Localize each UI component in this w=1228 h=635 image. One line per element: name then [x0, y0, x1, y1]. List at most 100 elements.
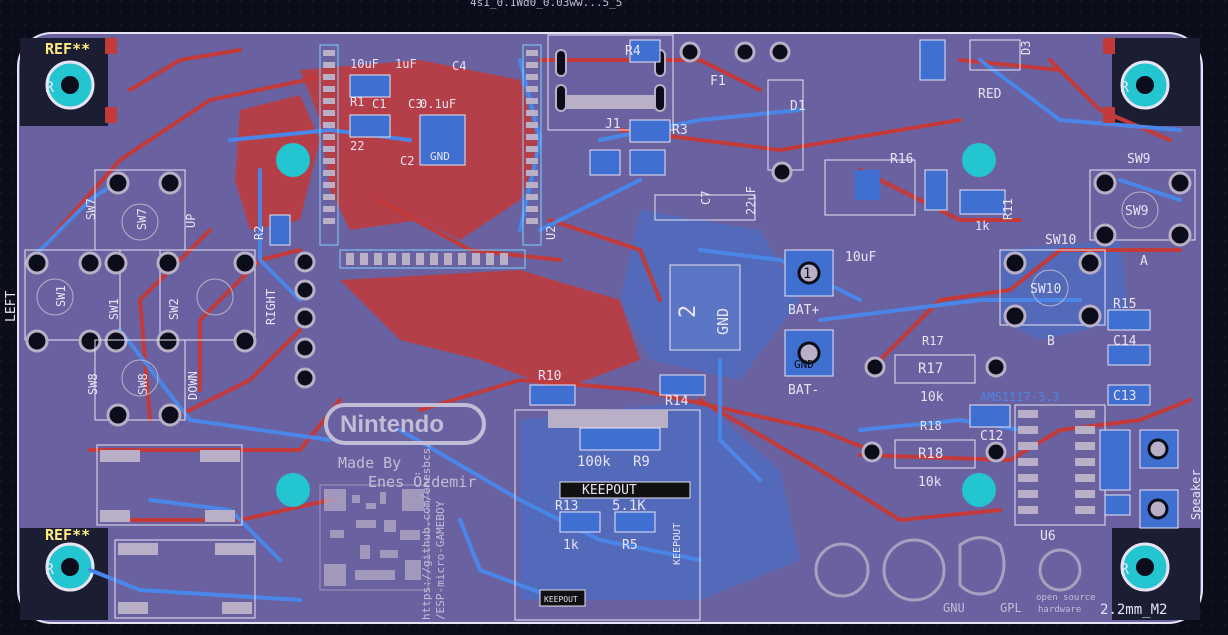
- switch-sw8[interactable]: [94, 339, 186, 427]
- sw8-label: SW8: [86, 373, 100, 395]
- val-1k-r13: 1k: [563, 538, 579, 553]
- val-01uf-esp: 0.1uF: [420, 97, 456, 111]
- sw10-silk: SW10: [1030, 282, 1061, 297]
- ams-label: AMS1117-3.3: [980, 390, 1059, 404]
- keepout-label-2: KEEPOUT: [672, 523, 683, 565]
- regulator-u2[interactable]: [654, 194, 756, 351]
- bottom-left-modules[interactable]: [96, 444, 256, 619]
- pin2-label: 2: [676, 305, 701, 318]
- bat-gnd-label: GND: [794, 358, 814, 371]
- r18-label: R18: [920, 419, 942, 433]
- r16-label: R16: [890, 152, 913, 167]
- ref-side-br: R: [1120, 560, 1130, 578]
- gnu-label: GNU: [943, 601, 965, 615]
- switch-sw9[interactable]: [1089, 169, 1196, 247]
- c2-label: C2: [400, 154, 414, 168]
- sw2-label: SW2: [167, 298, 181, 320]
- resistors-r17-r18[interactable]: [861, 354, 1007, 469]
- r11-label: R11: [1001, 198, 1015, 220]
- author-label: Enes Özdemir: [368, 472, 476, 491]
- qr-code: [319, 484, 429, 591]
- oshw-label-2: hardware: [1038, 605, 1081, 615]
- switch-sw10[interactable]: [999, 249, 1106, 328]
- nintendo-logo-text: Nintendo: [340, 411, 444, 438]
- c4-label: C4: [452, 59, 466, 73]
- esp-module-pins[interactable]: [319, 44, 542, 269]
- bat-pin1-label: 1: [803, 266, 811, 282]
- up-label: UP: [184, 214, 198, 228]
- mounting-holes: [20, 38, 1200, 620]
- r14-label: R14: [665, 394, 689, 409]
- val-22-esp: 22: [350, 139, 364, 153]
- u2-label: U2: [544, 226, 558, 240]
- display-connector-keepout[interactable]: [514, 409, 701, 621]
- val-100k: 100k: [577, 454, 611, 470]
- r15-label: R15: [1113, 297, 1136, 312]
- val-10k-r18: 10k: [918, 475, 942, 490]
- ref-side-tr: R: [1120, 78, 1130, 96]
- switch-sw7[interactable]: [94, 169, 186, 251]
- switch-sw2[interactable]: [104, 249, 257, 353]
- made-by-label: Made By: [338, 454, 401, 472]
- r2-label: R2: [252, 226, 266, 240]
- mount-hole-label: 2.2mm_M2: [1100, 602, 1167, 618]
- r17-silk: R17: [918, 361, 943, 377]
- down-label: DOWN: [186, 371, 200, 400]
- r3-label: R3: [672, 123, 688, 138]
- oshw-label-1: open source: [1036, 593, 1096, 603]
- val-1k-led: 1k: [975, 219, 990, 233]
- left-label: LEFT: [4, 291, 19, 322]
- r17-label: R17: [922, 334, 944, 348]
- val-51k: 5.1K: [612, 498, 646, 514]
- top-title: 4s1_0.1Wd0_0.03ww...5_5: [470, 0, 622, 9]
- a-label: A: [1140, 254, 1148, 269]
- sw1-silk: SW1: [107, 298, 121, 320]
- val-22uf-reg: 22uF: [744, 186, 758, 215]
- gnd-esp-label: GND: [430, 150, 450, 163]
- keepout-label-1: KEEPOUT: [582, 483, 637, 498]
- license-logos: [814, 536, 1082, 602]
- speaker-label: Speaker: [1189, 469, 1203, 520]
- val-10uf-esp: 10uF: [350, 57, 379, 71]
- sw1-label: SW1: [54, 285, 68, 307]
- ref-side-bl: R: [45, 560, 55, 578]
- b-label: B: [1047, 334, 1055, 349]
- sw7-label: SW7: [84, 198, 98, 220]
- red-label: RED: [978, 87, 1002, 102]
- sw9-silk: SW9: [1125, 204, 1148, 219]
- gnd-reg-label: GND: [714, 308, 732, 335]
- cyan-mounting-holes: [276, 143, 996, 507]
- r9-label: R9: [633, 454, 650, 470]
- sw7-silk: SW7: [135, 208, 149, 230]
- keepout-label-3: KEEPOUT: [544, 595, 578, 604]
- r10-label: R10: [538, 369, 561, 384]
- ref-label-tl: REF**: [45, 40, 90, 58]
- smd-parts[interactable]: [105, 38, 1151, 533]
- d1-label: D1: [790, 99, 806, 114]
- side-pin-header[interactable]: [294, 251, 316, 389]
- bat-minus-label: BAT-: [788, 383, 819, 398]
- battery-pads[interactable]: [784, 249, 834, 377]
- c1-label: C1: [372, 97, 386, 111]
- r5-label: R5: [622, 538, 638, 553]
- r18-silk: R18: [918, 446, 943, 462]
- val-10k-r17: 10k: [920, 390, 944, 405]
- c13-label: C13: [1113, 389, 1136, 404]
- val-1uf-esp: 1uF: [395, 57, 417, 71]
- switch-sw1[interactable]: [24, 249, 121, 353]
- u6-label: U6: [1040, 529, 1056, 544]
- amplifier-chip[interactable]: [1014, 404, 1179, 529]
- c7-label: C7: [699, 191, 713, 205]
- c3-label: C3: [408, 97, 422, 111]
- right-label: RIGHT: [264, 289, 278, 325]
- d3-label: D3: [1019, 41, 1033, 55]
- c14-label: C14: [1113, 334, 1137, 349]
- sw8-silk: SW8: [136, 373, 150, 395]
- url-label: https://github.com/enesbcs/: [420, 441, 433, 620]
- val-10uf-bat: 10uF: [845, 250, 876, 265]
- f1-label: F1: [710, 74, 726, 89]
- r1-label: R1: [350, 95, 364, 109]
- sw9-label: SW9: [1127, 152, 1150, 167]
- fuse-and-diode[interactable]: [679, 41, 804, 183]
